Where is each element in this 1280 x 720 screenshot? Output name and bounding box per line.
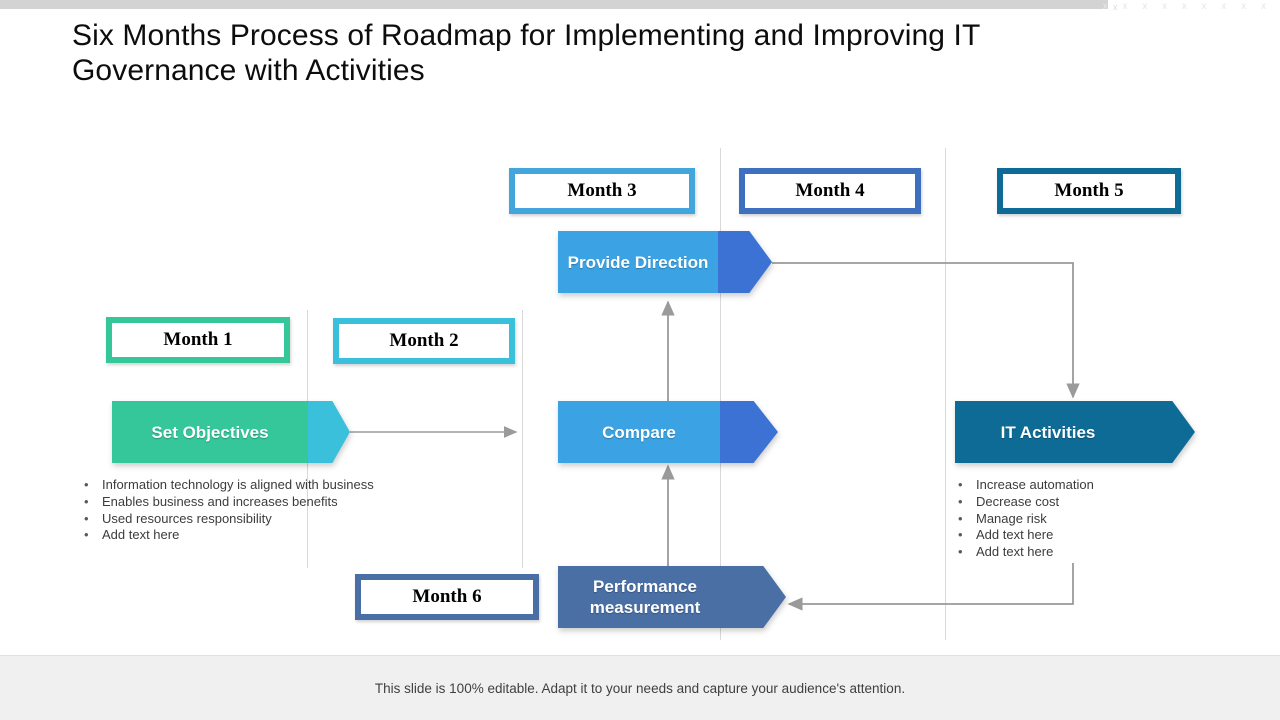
bullet-icon: • (84, 493, 89, 509)
step-performance-measurement-arrowhead (732, 566, 786, 628)
bullet-icon: • (84, 477, 89, 492)
step-performance-measurement-label: Performance measurement (558, 566, 732, 628)
list-item: • Enables business and increases benefit… (84, 494, 384, 511)
list-item: • Used resources responsibility (84, 511, 384, 528)
month-box-5-label: Month 5 (1054, 180, 1124, 201)
list-item: • Add text here (958, 527, 1218, 544)
step-provide-direction-label: Provide Direction (558, 231, 718, 293)
step-it-activities-arrowhead (1141, 401, 1195, 463)
left-bullet-list: • Information technology is aligned with… (84, 477, 384, 544)
footer-bar: This slide is 100% editable. Adapt it to… (0, 655, 1280, 720)
list-item-text: Increase automation (976, 477, 1094, 492)
month-box-4[interactable]: Month 4 (739, 168, 921, 214)
list-item-text: Manage risk (976, 510, 1047, 526)
step-performance-measurement[interactable]: Performance measurement (558, 566, 786, 628)
top-accent-bar (0, 0, 1108, 9)
month-box-6-label: Month 6 (412, 586, 482, 607)
list-item-text: Used resources responsibility (102, 510, 272, 526)
list-item: • Manage risk (958, 511, 1218, 528)
right-bullet-list: • Increase automation • Decrease cost • … (958, 477, 1218, 561)
list-item-text: Enables business and increases benefits (102, 493, 338, 509)
step-set-objectives-arrowhead (308, 401, 350, 463)
list-item-text: Add text here (976, 527, 1054, 543)
step-compare-arrowhead (720, 401, 778, 463)
list-item-text: Information technology is aligned with b… (102, 477, 374, 492)
step-it-activities-label: IT Activities (955, 401, 1141, 463)
step-set-objectives[interactable]: Set Objectives (112, 401, 350, 463)
bullet-icon: • (958, 493, 963, 509)
top-marker-icon: x (1113, 2, 1118, 12)
step-set-objectives-label: Set Objectives (112, 401, 308, 463)
connector-it-activities-to-performance (787, 563, 1074, 611)
step-compare[interactable]: Compare (558, 401, 778, 463)
bullet-icon: • (958, 477, 963, 492)
divider-line-3 (720, 148, 721, 640)
month-box-6[interactable]: Month 6 (355, 574, 539, 620)
page-title: Six Months Process of Roadmap for Implem… (72, 19, 980, 87)
month-box-3-label: Month 3 (567, 180, 637, 201)
bullet-icon: • (958, 544, 963, 560)
month-box-1[interactable]: Month 1 (106, 317, 290, 363)
list-item: • Add text here (84, 527, 384, 544)
bullet-icon: • (958, 527, 963, 543)
step-provide-direction-arrowhead (718, 231, 772, 293)
bullet-icon: • (84, 510, 89, 526)
connector-provide-direction-to-it-activities (772, 262, 1080, 399)
step-compare-label: Compare (558, 401, 720, 463)
month-box-5[interactable]: Month 5 (997, 168, 1181, 214)
step-it-activities[interactable]: IT Activities (955, 401, 1195, 463)
month-box-1-label: Month 1 (163, 329, 233, 350)
list-item-text: Add text here (102, 527, 180, 543)
month-box-3[interactable]: Month 3 (509, 168, 695, 214)
month-box-4-label: Month 4 (795, 180, 865, 201)
list-item-text: Decrease cost (976, 493, 1060, 509)
list-item: • Add text here (958, 544, 1218, 561)
list-item: • Decrease cost (958, 494, 1218, 511)
bullet-icon: • (958, 510, 963, 526)
month-box-2[interactable]: Month 2 (333, 318, 515, 364)
footer-note: This slide is 100% editable. Adapt it to… (374, 680, 906, 696)
bullet-icon: • (84, 527, 89, 543)
top-marks-row: x x x x x x x x x (1102, 1, 1272, 12)
month-box-2-label: Month 2 (389, 330, 459, 351)
divider-line-2 (522, 310, 523, 568)
list-item: • Information technology is aligned with… (84, 477, 384, 494)
list-item: • Increase automation (958, 477, 1218, 494)
list-item-text: Add text here (976, 544, 1054, 560)
divider-line-4 (945, 148, 946, 640)
step-provide-direction[interactable]: Provide Direction (558, 231, 772, 293)
